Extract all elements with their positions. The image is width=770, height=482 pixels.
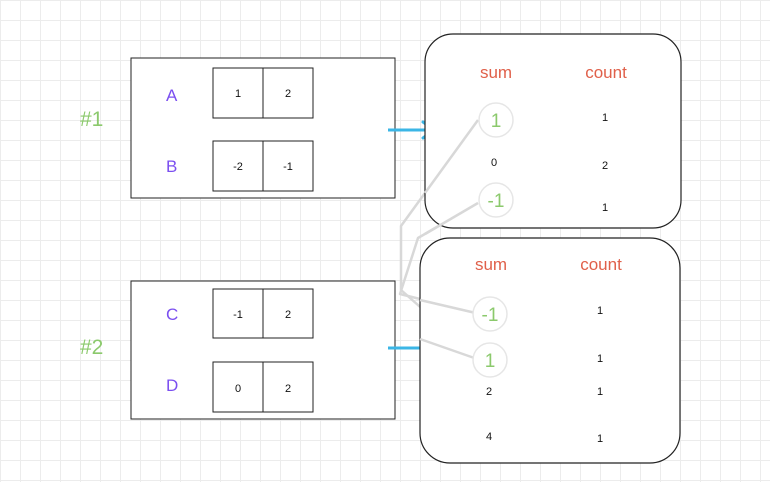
table-2-sum-highlight-2 bbox=[472, 342, 508, 378]
cell-b-2 bbox=[262, 140, 314, 192]
table-2-row-3-sum: 2 bbox=[486, 386, 492, 398]
table-2-sum-header: sum bbox=[475, 255, 507, 274]
row-letter-b: B bbox=[166, 157, 177, 176]
table-1-row-2-count: 2 bbox=[602, 160, 608, 172]
table-2-row-1-count: 1 bbox=[597, 305, 603, 317]
connector-overlay-sum-1 bbox=[423, 119, 480, 194]
cell-b-1-value: -2 bbox=[233, 161, 243, 173]
cell-a-2 bbox=[262, 67, 314, 119]
cell-c-2-value: 2 bbox=[285, 309, 291, 321]
sum-count-table-1 bbox=[424, 33, 682, 229]
table-1-row-3-count: 1 bbox=[602, 202, 608, 214]
table-2-count-header: count bbox=[580, 255, 622, 274]
sum-count-table-2 bbox=[419, 237, 681, 464]
connector-overlay-sum-1-bottom bbox=[419, 337, 481, 362]
group-label-1: #1 bbox=[80, 108, 103, 131]
cell-c-1 bbox=[212, 288, 264, 339]
table-2-row-2-sum: 1 bbox=[485, 351, 496, 372]
table-2-row-3-count: 1 bbox=[597, 386, 603, 398]
table-2-row-2-count: 1 bbox=[597, 353, 603, 365]
cell-d-1-value: 0 bbox=[235, 383, 241, 395]
cell-c-1-value: -1 bbox=[233, 309, 243, 321]
table-1-row-2-sum: 0 bbox=[491, 157, 497, 169]
cell-b-1 bbox=[212, 140, 264, 192]
cell-c-2 bbox=[262, 288, 314, 339]
table-1-row-3-sum: -1 bbox=[488, 191, 505, 212]
table-2-row-4-count: 1 bbox=[597, 433, 603, 445]
row-letter-c: C bbox=[166, 305, 178, 324]
connector-lines-overlay bbox=[419, 119, 481, 362]
cell-d-2 bbox=[262, 361, 314, 413]
cell-a-2-value: 2 bbox=[285, 88, 291, 100]
cell-b-2-value: -1 bbox=[283, 161, 293, 173]
table-1-count-header: count bbox=[585, 63, 627, 82]
table-1-sum-header: sum bbox=[480, 63, 512, 82]
table-2-sum-highlight-1 bbox=[472, 296, 508, 332]
cell-d-1 bbox=[212, 361, 264, 413]
table-1-sum-highlight-1 bbox=[478, 102, 514, 138]
table-1-row-1-sum: 1 bbox=[491, 111, 502, 132]
connector-overlay-sum-neg1 bbox=[424, 201, 479, 236]
cell-a-1-value: 1 bbox=[235, 88, 241, 100]
connector-overlay-sum-neg1-bottom bbox=[419, 298, 481, 316]
cell-a-1 bbox=[212, 67, 264, 119]
table-1-row-1-count: 1 bbox=[602, 112, 608, 124]
cell-d-2-value: 2 bbox=[285, 383, 291, 395]
group-label-2: #2 bbox=[80, 336, 103, 359]
row-letter-d: D bbox=[166, 376, 178, 395]
table-2-row-1-sum: -1 bbox=[482, 305, 499, 326]
table-1-sum-highlight-2 bbox=[478, 182, 514, 218]
table-2-row-4-sum: 4 bbox=[486, 431, 492, 443]
row-letter-a: A bbox=[166, 86, 178, 105]
